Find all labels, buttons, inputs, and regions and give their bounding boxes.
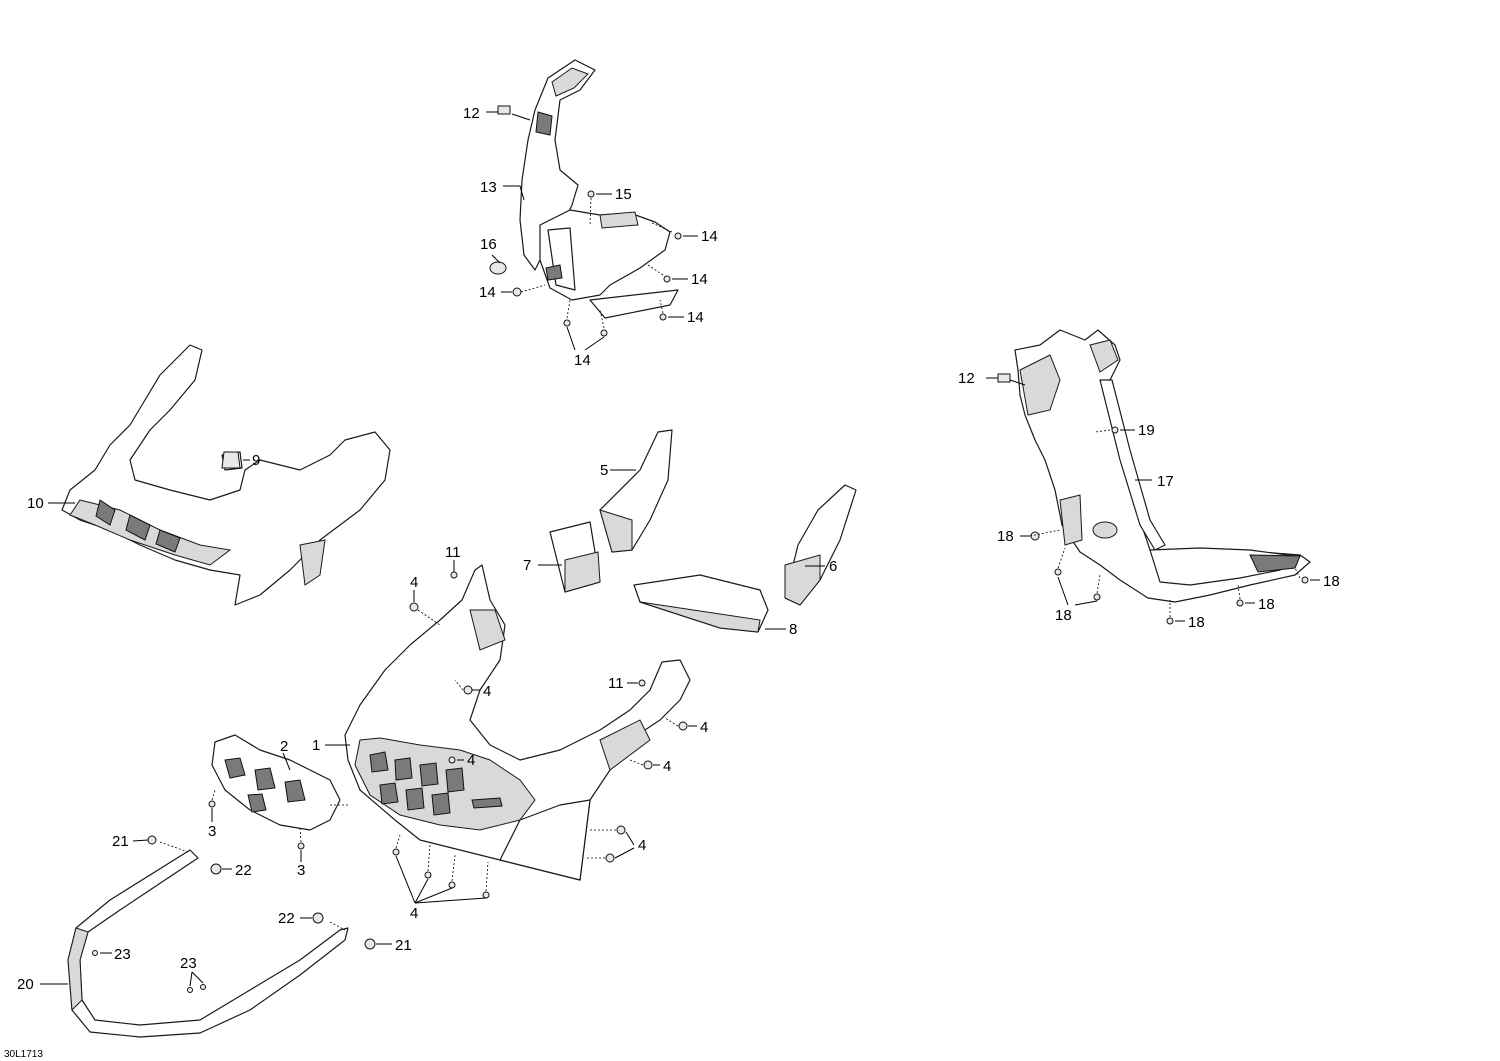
clip-12a xyxy=(497,105,511,115)
clip-12b xyxy=(997,373,1011,383)
callout-11b: 11 xyxy=(608,675,624,692)
diagram-code: 30L1713 xyxy=(4,1049,43,1060)
callout-4a: 4 xyxy=(410,574,418,591)
callout-1: 1 xyxy=(312,737,320,754)
part-13-side-panel xyxy=(519,59,679,319)
callout-4d: 4 xyxy=(467,752,475,769)
part-17-side-panel xyxy=(1014,329,1311,603)
callout-22a: 22 xyxy=(235,862,252,879)
callout-4g: 4 xyxy=(410,905,418,922)
callout-2: 2 xyxy=(280,738,288,755)
callout-18d: 18 xyxy=(1258,596,1275,613)
callout-5: 5 xyxy=(600,462,608,479)
callout-14b: 14 xyxy=(691,271,708,288)
callout-8: 8 xyxy=(789,621,797,638)
part-20-bumper xyxy=(67,849,349,1038)
part-5-pad xyxy=(599,429,673,553)
callout-23a: 23 xyxy=(114,946,131,963)
callout-labels: 12 13 15 14 16 14 14 14 14 9 10 5 7 6 8 … xyxy=(17,105,1340,993)
callout-21b: 21 xyxy=(395,937,412,954)
callout-20: 20 xyxy=(17,976,34,993)
part-2-grille-bracket xyxy=(211,734,341,831)
part-7-pad xyxy=(549,521,601,593)
callout-22b: 22 xyxy=(278,910,295,927)
callout-4e: 4 xyxy=(663,758,671,775)
part-6-pad xyxy=(784,484,857,606)
callout-14c: 14 xyxy=(479,284,496,301)
callout-4f: 4 xyxy=(638,837,646,854)
cap-16 xyxy=(489,261,507,275)
callout-18b: 18 xyxy=(1323,573,1340,590)
callout-21a: 21 xyxy=(112,833,129,850)
callout-14d: 14 xyxy=(687,309,704,326)
callout-3a: 3 xyxy=(208,823,216,840)
callout-18a: 18 xyxy=(997,528,1014,545)
callout-23b: 23 xyxy=(180,955,197,972)
screw-15 xyxy=(587,190,595,198)
assembly-dash-lines xyxy=(159,197,1301,931)
callout-14a: 14 xyxy=(701,228,718,245)
callout-6: 6 xyxy=(829,558,837,575)
callout-3b: 3 xyxy=(297,862,305,879)
callout-19: 19 xyxy=(1138,422,1155,439)
fasteners xyxy=(92,105,1309,993)
callout-12b: 12 xyxy=(958,370,975,387)
callout-4b: 4 xyxy=(483,683,491,700)
callout-15: 15 xyxy=(615,186,632,203)
callout-4c: 4 xyxy=(700,719,708,736)
part-10-upper-body-panel xyxy=(61,344,391,606)
callout-18e: 18 xyxy=(1188,614,1205,631)
callout-17: 17 xyxy=(1157,473,1174,490)
bumper-pad-9 xyxy=(221,451,241,469)
callout-14e: 14 xyxy=(574,352,591,369)
callout-7: 7 xyxy=(523,557,531,574)
callout-16: 16 xyxy=(480,236,497,253)
callout-13: 13 xyxy=(480,179,497,196)
callout-9: 9 xyxy=(252,452,260,469)
callout-12a: 12 xyxy=(463,105,480,122)
callout-11a: 11 xyxy=(445,544,461,561)
part-8-pad xyxy=(633,574,769,633)
part-1-front-nose xyxy=(344,564,691,881)
leader-lines xyxy=(40,111,1320,987)
callout-18c: 18 xyxy=(1055,607,1072,624)
callout-10: 10 xyxy=(27,495,44,512)
